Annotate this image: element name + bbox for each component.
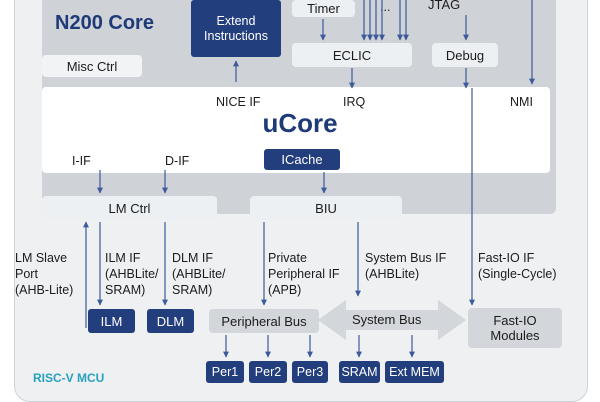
- jtag-label: JTAG: [428, 0, 461, 12]
- lm-slave-line-3: (AHB-Lite): [15, 283, 74, 297]
- sram-box: SRAM: [339, 361, 380, 383]
- private-pif-line-1: Private: [268, 251, 307, 265]
- sysbus-if-line-1: System Bus IF: [365, 251, 447, 265]
- ilm-box: ILM: [88, 309, 135, 333]
- ilm-if-label: ILM IF (AHBLite/ SRAM): [105, 250, 159, 298]
- fast-io-modules-label: Fast-IO Modules: [490, 313, 540, 343]
- biu-box: BIU: [250, 196, 402, 220]
- ilm-if-line-3: SRAM): [105, 283, 146, 297]
- footer-label: RISC-V MCU: [33, 371, 105, 385]
- eclic-label: ECLIC: [332, 47, 372, 63]
- misc-ctrl-box: Misc Ctrl: [42, 55, 142, 77]
- dlm-if-line-2: (AHBLite/: [172, 267, 226, 281]
- private-pif-line-3: (APB): [268, 283, 302, 297]
- debug-label: Debug: [445, 47, 485, 63]
- per2-box: Per2: [249, 361, 287, 383]
- interrupt-lines-ellipsis: ...: [380, 0, 391, 14]
- ilm-if-line-2: (AHBLite/: [105, 267, 159, 281]
- dlm-if-line-3: SRAM): [172, 283, 213, 297]
- fastio-if-line-1: Fast-IO IF: [478, 251, 535, 265]
- sram-label: SRAM: [341, 365, 378, 379]
- eclic-box: ECLIC: [292, 43, 412, 67]
- dlm-label: DLM: [156, 313, 185, 329]
- system-bus-label: System Bus: [352, 312, 422, 327]
- fast-io-if-label: Fast-IO IF (Single-Cycle): [478, 250, 557, 282]
- per1-box: Per1: [206, 361, 244, 383]
- d-if-label: D-IF: [165, 154, 190, 168]
- fastio-if-line-2: (Single-Cycle): [478, 267, 557, 281]
- per2-label: Per2: [254, 365, 282, 379]
- sysbus-if-line-2: (AHBLite): [365, 267, 420, 281]
- icache-label: ICache: [281, 152, 323, 167]
- fast-io-modules-box: Fast-IO Modules: [468, 308, 562, 348]
- lm-slave-port-label: LM Slave Port (AHB-Lite): [15, 250, 73, 298]
- timer-box: Timer: [292, 0, 355, 17]
- ucore-title: uCore: [262, 108, 338, 138]
- system-bus-double-arrow: [318, 300, 466, 340]
- dlm-if-line-1: DLM IF: [172, 251, 213, 265]
- i-if-label: I-IF: [72, 154, 91, 168]
- lm-slave-line-1: LM Slave: [15, 251, 68, 265]
- dlm-box: DLM: [147, 309, 194, 333]
- misc-ctrl-label: Misc Ctrl: [66, 58, 118, 74]
- ilm-label: ILM: [100, 313, 123, 329]
- nice-if-label: NICE IF: [216, 95, 261, 109]
- peripheral-bus-label: Peripheral Bus: [221, 313, 307, 329]
- extend-instructions-box: Extend Instructions: [191, 0, 281, 57]
- biu-label: BIU: [315, 200, 337, 216]
- irq-label: IRQ: [343, 95, 366, 109]
- icache-box: ICache: [264, 149, 340, 170]
- lm-slave-line-2: Port: [15, 267, 38, 281]
- system-bus-if-label: System Bus IF (AHBLite): [365, 250, 446, 282]
- extend-instructions-label: Extend Instructions: [204, 13, 268, 43]
- lm-ctrl-label: LM Ctrl: [108, 200, 151, 216]
- private-pif-line-2: Peripheral IF: [268, 267, 340, 281]
- core-title: N200 Core: [55, 12, 154, 34]
- ext-mem-box: Ext MEM: [385, 361, 444, 383]
- private-peripheral-if-label: Private Peripheral IF (APB): [268, 250, 340, 298]
- ext-mem-label: Ext MEM: [389, 365, 440, 379]
- per1-label: Per1: [211, 365, 239, 379]
- ilm-if-line-1: ILM IF: [105, 251, 141, 265]
- timer-label: Timer: [307, 1, 340, 16]
- dlm-if-label: DLM IF (AHBLite/ SRAM): [172, 250, 226, 298]
- per3-label: Per3: [296, 365, 324, 379]
- lm-ctrl-box: LM Ctrl: [42, 196, 217, 220]
- nmi-label: NMI: [510, 95, 533, 109]
- debug-box: Debug: [432, 43, 498, 67]
- peripheral-bus-box: Peripheral Bus: [209, 309, 319, 333]
- per3-box: Per3: [292, 361, 328, 383]
